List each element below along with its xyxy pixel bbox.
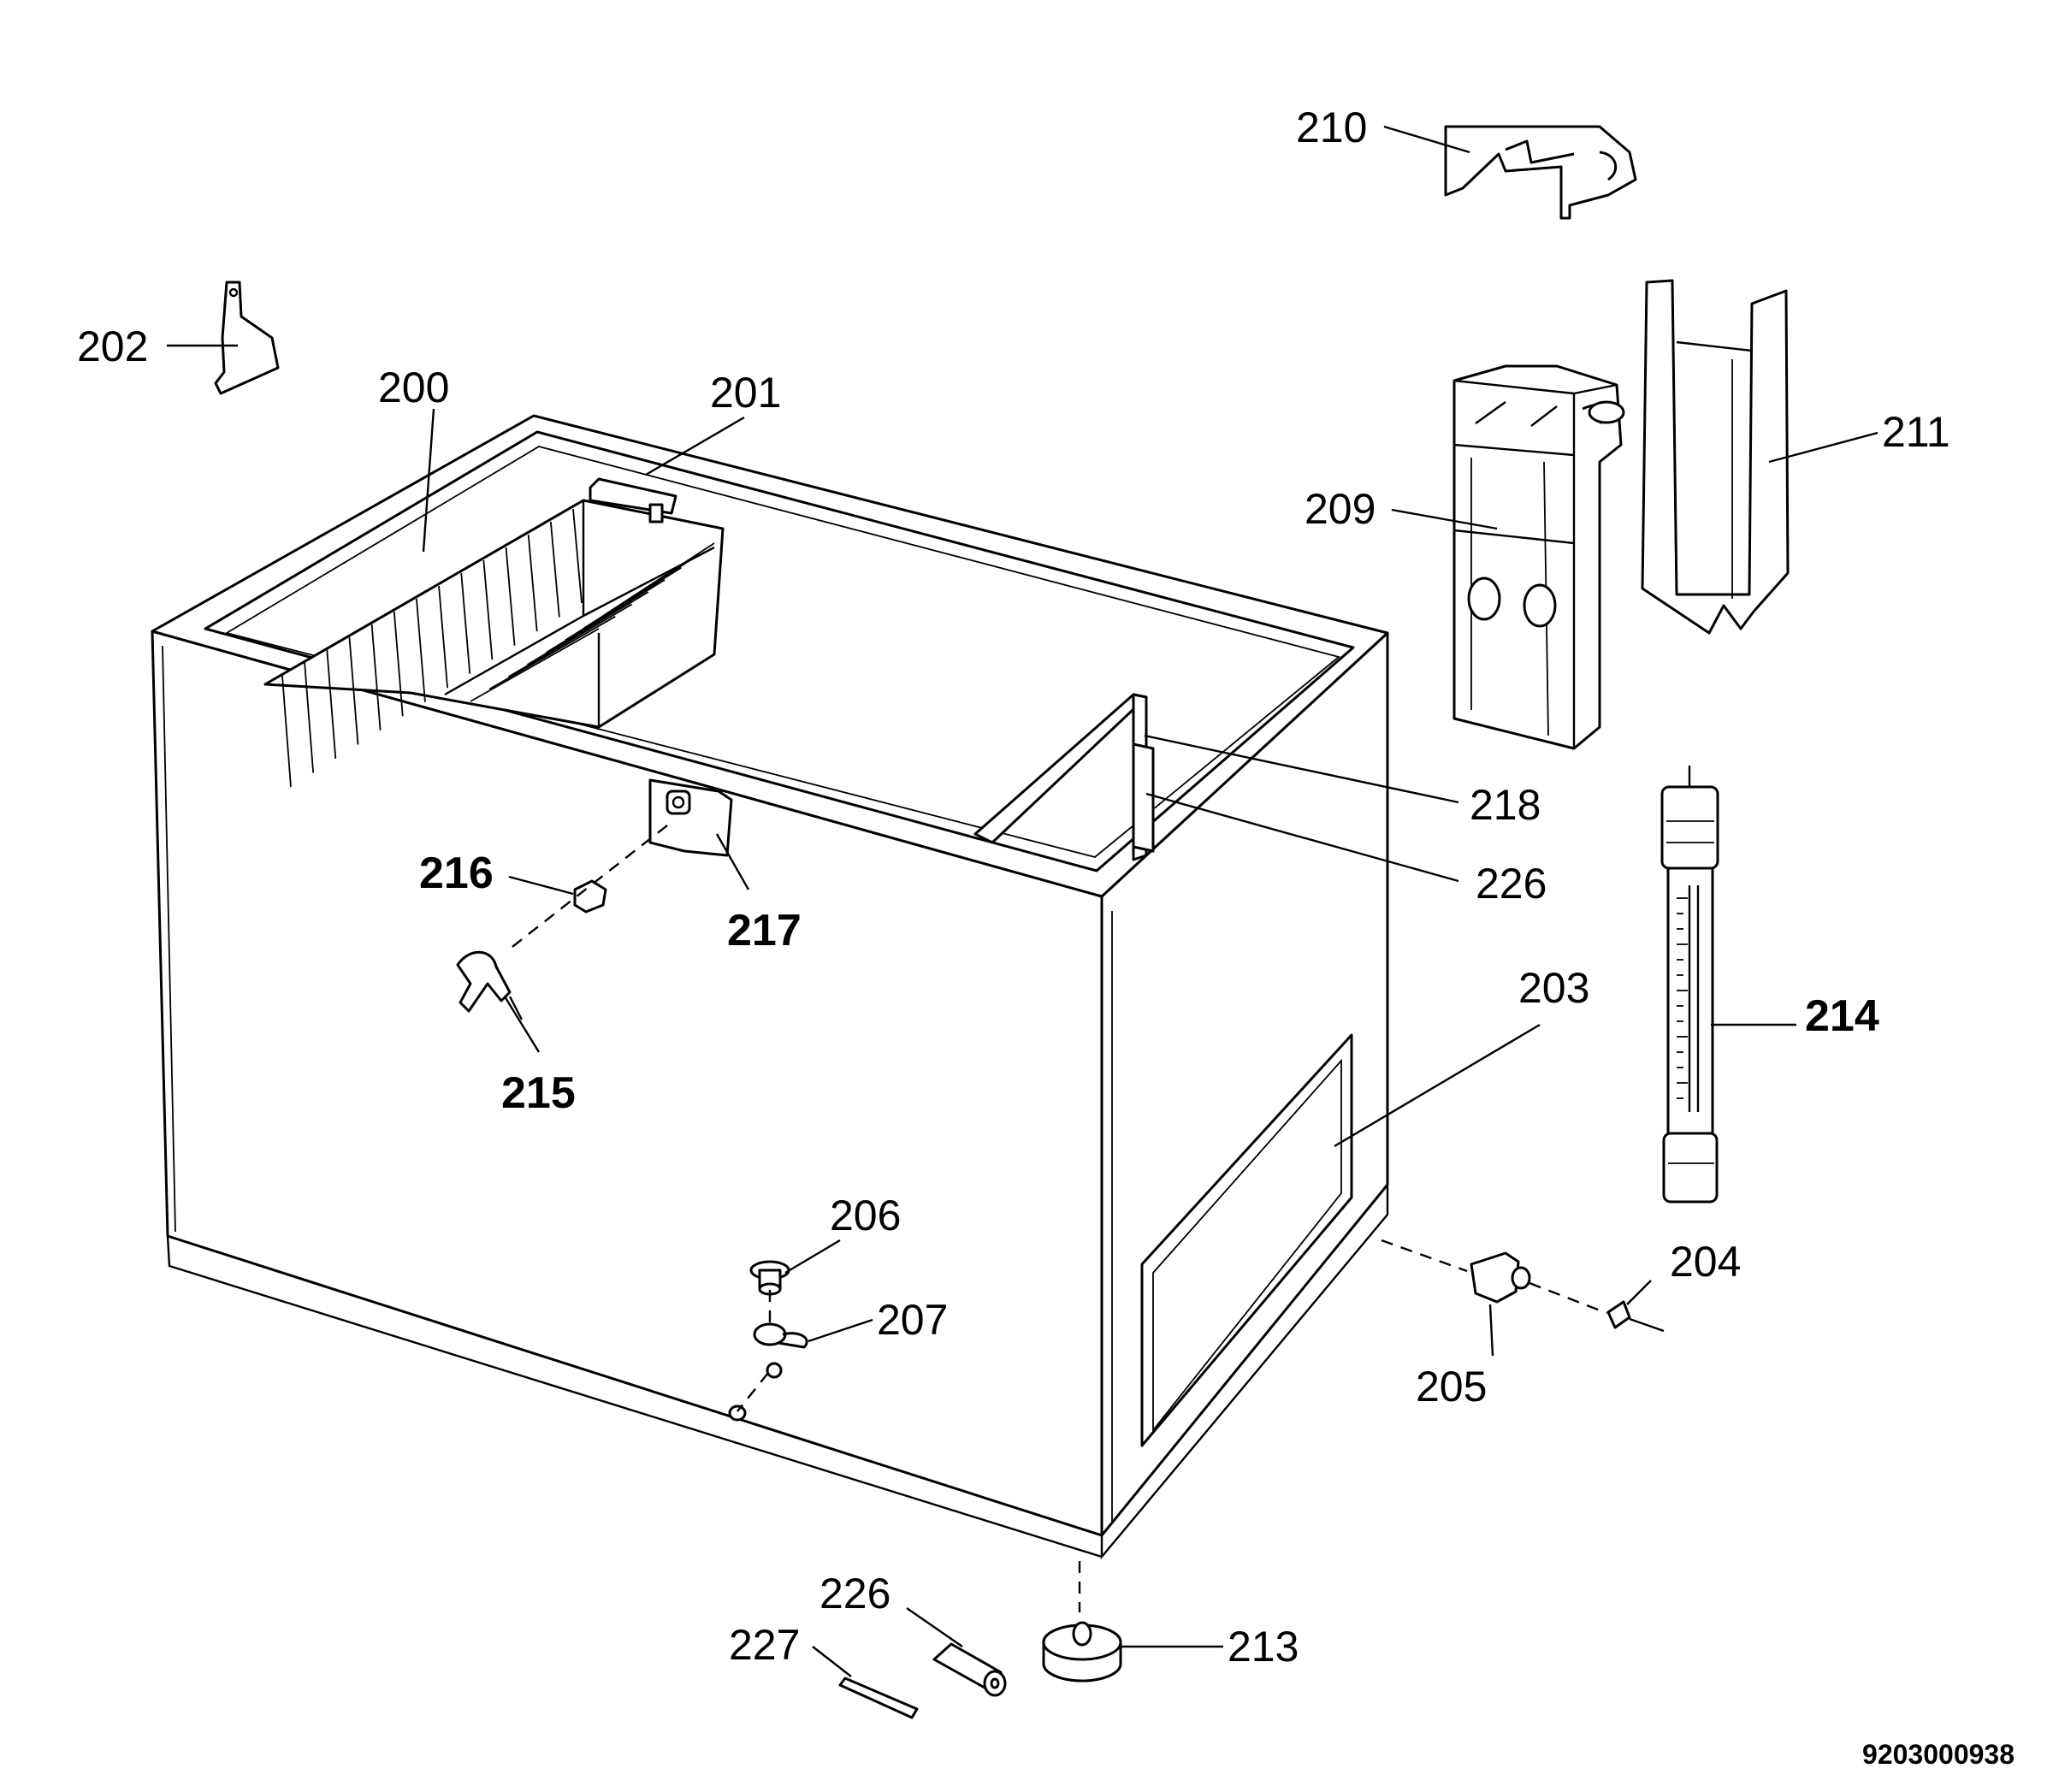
label-205: 205 — [1416, 1363, 1487, 1411]
wire-basket — [263, 499, 725, 788]
leader-lines — [167, 125, 1878, 1677]
label-218: 226 — [1476, 860, 1547, 908]
part-208-control-box — [1452, 364, 1625, 750]
part-205-foot — [1470, 1251, 1531, 1304]
label-203: 203 — [1518, 964, 1589, 1012]
rim-hinge — [589, 477, 677, 523]
part-202-hook — [214, 281, 280, 395]
vent-grille — [1140, 1033, 1353, 1447]
label-206: 206 — [830, 1192, 901, 1239]
part-213-thermometer — [1660, 766, 1719, 1204]
part-labels: 202 200 201 210 209 211 218 226 203 214 … — [77, 103, 1950, 1671]
part-226-sleeve — [932, 1642, 1007, 1697]
divider-panel — [973, 693, 1155, 861]
label-214: 215 — [501, 1068, 576, 1118]
label-200: 200 — [378, 364, 449, 411]
label-227: 227 — [729, 1621, 800, 1669]
part-207-spring — [728, 1322, 808, 1422]
part-204-screw — [1606, 1300, 1631, 1329]
label-211: 213 — [1228, 1623, 1299, 1671]
reference-number: 9203000938 — [1862, 1739, 2015, 1770]
label-226: 226 — [819, 1570, 890, 1618]
part-211-foot — [1042, 1621, 1122, 1683]
freezer-cabinet — [151, 414, 1389, 1560]
label-201: 201 — [710, 369, 781, 417]
label-202: 202 — [77, 322, 148, 370]
assembly-lines — [508, 825, 1665, 1612]
lock-plate — [648, 778, 733, 857]
part-210-channel-cover — [1641, 279, 1790, 635]
label-217: 218 — [1470, 781, 1541, 829]
label-213: 214 — [1805, 991, 1879, 1041]
label-204: 204 — [1670, 1238, 1741, 1286]
part-227-pin — [838, 1677, 919, 1719]
part-214-key — [456, 950, 524, 1020]
label-207: 207 — [877, 1296, 948, 1344]
label-210: 211 — [1882, 408, 1950, 456]
label-208: 209 — [1305, 485, 1376, 533]
part-215-nut — [573, 879, 607, 914]
part-209-bracket — [1444, 125, 1637, 220]
label-209: 210 — [1296, 103, 1367, 151]
label-216: 217 — [727, 906, 802, 955]
label-215: 216 — [419, 849, 494, 898]
